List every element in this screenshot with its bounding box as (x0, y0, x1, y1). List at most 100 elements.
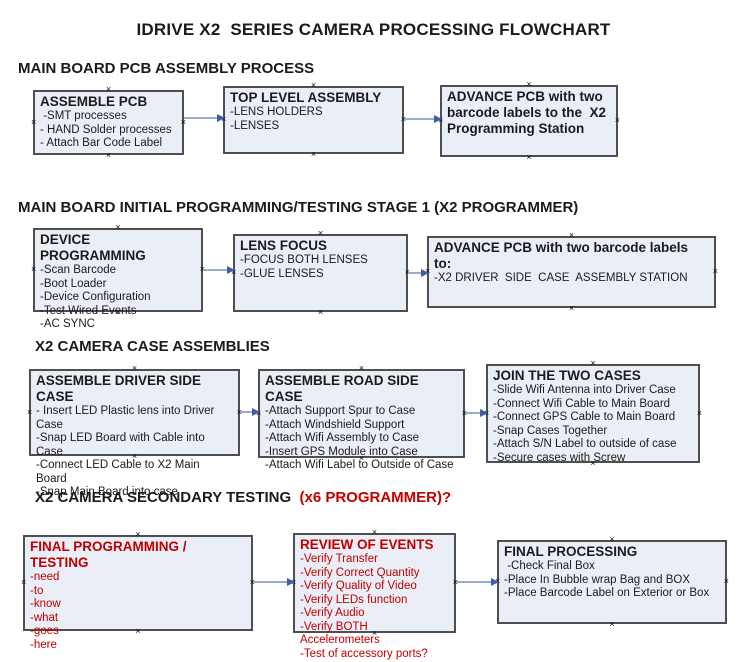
flow-arrow (465, 409, 488, 417)
connector-anchor-icon (526, 153, 531, 162)
box-assemble-pcb: ASSEMBLE PCB -SMT processes - HAND Solde… (33, 90, 184, 155)
box-item: -Snap LED Board with Cable into Case (36, 432, 208, 458)
arrowhead-icon (480, 409, 488, 417)
arrowhead-icon (491, 578, 499, 586)
box-item: -Snap Cases Together (493, 424, 608, 437)
arrowhead-icon (287, 578, 295, 586)
connector-anchor-icon (115, 223, 120, 232)
box-item: -Attach Windshield Support (265, 418, 405, 431)
box-item: -Test of accessory ports? (300, 647, 428, 660)
box-item: -LENS HOLDERS (230, 106, 323, 118)
box-join-the-two-cases: JOIN THE TWO CASES -Slide Wifi Antenna i… (486, 364, 700, 464)
connector-anchor-icon (106, 151, 111, 160)
box-item: -Slide Wifi Antenna into Driver Case (493, 384, 676, 396)
box-advance-pcb-programming-station: ADVANCE PCB with two barcode labels to t… (440, 85, 618, 157)
arrowhead-icon (434, 115, 442, 123)
box-item: -Verify Quality of Video (300, 580, 417, 592)
connector-anchor-icon (713, 267, 718, 276)
arrowhead-icon (421, 269, 429, 277)
connector-anchor-icon (21, 578, 26, 587)
box-final-processing: FINAL PROCESSING -Check Final Box -Place… (497, 540, 727, 624)
connector-anchor-icon (311, 81, 316, 90)
box-item: -Check Final Box (504, 560, 595, 572)
connector-anchor-icon (372, 528, 377, 537)
connector-anchor-icon (590, 459, 595, 468)
arrowhead-icon (252, 408, 260, 416)
connector-anchor-icon (318, 308, 323, 317)
arrowhead-icon (227, 266, 235, 274)
connector-anchor-icon (132, 452, 137, 461)
box-item: -know (30, 598, 61, 610)
section-header-red-part: (x6 PROGRAMMER)? (299, 489, 452, 506)
box-item: -Verify BOTH Accelerometers (300, 620, 380, 647)
connector-anchor-icon (135, 530, 140, 539)
page-title: IDRIVE X2 SERIES CAMERA PROCESSING FLOWC… (136, 20, 611, 39)
box-item: -Attach Wifi Assembly to Case (265, 432, 420, 444)
connector-anchor-icon (372, 629, 377, 638)
box-item: -Verify LEDs function (300, 593, 408, 606)
connector-anchor-icon (31, 265, 36, 274)
box-title: REVIEW OF EVENTS (300, 537, 434, 552)
box-item: -Attach Support Spur to Case (265, 405, 416, 417)
box-final-programming-testing: FINAL PROGRAMMING / TESTING -need -to -k… (21, 535, 253, 651)
flow-arrow (203, 266, 235, 274)
box-title: ASSEMBLE DRIVER SIDE CASE (36, 373, 205, 404)
box-lens-focus: LENS FOCUS -FOCUS BOTH LENSES -GLUE LENS… (233, 234, 408, 312)
box-item: -Verify Correct Quantity (300, 566, 420, 579)
section-header-initial-programming: MAIN BOARD INITIAL PROGRAMMING/TESTING S… (18, 199, 579, 216)
box-item: -goes (30, 625, 59, 637)
box-item: -Place Barcode Label on Exterior or Box (504, 587, 710, 599)
box-item: -Boot Loader (40, 277, 107, 290)
box-item: -Attach S/N Label to outside of case (493, 438, 677, 450)
connector-anchor-icon (590, 359, 595, 368)
box-title: ASSEMBLE ROAD SIDE CASE (265, 373, 423, 404)
box-item: -what (30, 611, 59, 624)
box-item: - Attach Bar Code Label (40, 137, 163, 149)
connector-anchor-icon (569, 231, 574, 240)
box-item: -need (30, 571, 60, 583)
box-title: FINAL PROCESSING (504, 544, 638, 559)
box-item: -Connect GPS Cable to Main Board (493, 411, 676, 423)
box-item: -Verify Audio (300, 607, 365, 619)
box-item: -SMT processes (40, 110, 127, 122)
box-item: -FOCUS BOTH LENSES (240, 254, 368, 266)
box-title: ADVANCE PCB with two barcode labels to t… (447, 89, 610, 136)
section-header-black-part: X2 CAMERA SECONDARY TESTING (35, 489, 300, 506)
connector-anchor-icon (359, 454, 364, 463)
connector-anchor-icon (724, 577, 729, 586)
box-item: -AC SYNC (40, 318, 95, 330)
box-item: -here (30, 638, 57, 651)
connector-anchor-icon (609, 620, 614, 629)
box-title: FINAL PROGRAMMING / TESTING (30, 539, 191, 570)
box-title: TOP LEVEL ASSEMBLY (230, 90, 382, 105)
flow-arrow (404, 115, 442, 123)
box-item: -Scan Barcode (40, 264, 117, 276)
connector-anchor-icon (106, 85, 111, 94)
box-title: ADVANCE PCB with two barcode labels to: (434, 240, 692, 271)
connector-anchor-icon (115, 308, 120, 317)
connector-anchor-icon (615, 116, 620, 125)
box-item: -X2 DRIVER SIDE CASE ASSEMBLY STATION (434, 272, 688, 284)
box-item: -GLUE LENSES (240, 267, 324, 280)
section-header-case-assemblies: X2 CAMERA CASE ASSEMBLIES (35, 338, 270, 355)
box-assemble-driver-side-case: ASSEMBLE DRIVER SIDE CASE - Insert LED P… (27, 369, 240, 498)
connector-anchor-icon (569, 304, 574, 313)
box-title: DEVICE PROGRAMMING (40, 232, 146, 263)
box-item: -Secure cases with Screw (493, 451, 626, 464)
box-item: -Connect LED Cable to X2 Main Board (36, 459, 203, 485)
box-title: LENS FOCUS (240, 238, 328, 253)
connector-anchor-icon (311, 150, 316, 159)
box-item: -Test Wired Events (40, 304, 137, 317)
box-item: -Connect Wifi Cable to Main Board (493, 397, 671, 410)
flow-arrow (184, 114, 225, 122)
connector-anchor-icon (318, 229, 323, 238)
connector-anchor-icon (132, 364, 137, 373)
connector-anchor-icon (27, 408, 32, 417)
section-header-pcb-assembly: MAIN BOARD PCB ASSEMBLY PROCESS (18, 60, 315, 77)
box-item: -Insert GPS Module into Case (265, 445, 418, 458)
box-item: -Device Configuration (40, 291, 151, 303)
arrowhead-icon (217, 114, 225, 122)
box-item: -Attach Wifi Label to Outside of Case (265, 459, 454, 471)
box-title: ASSEMBLE PCB (40, 94, 148, 109)
